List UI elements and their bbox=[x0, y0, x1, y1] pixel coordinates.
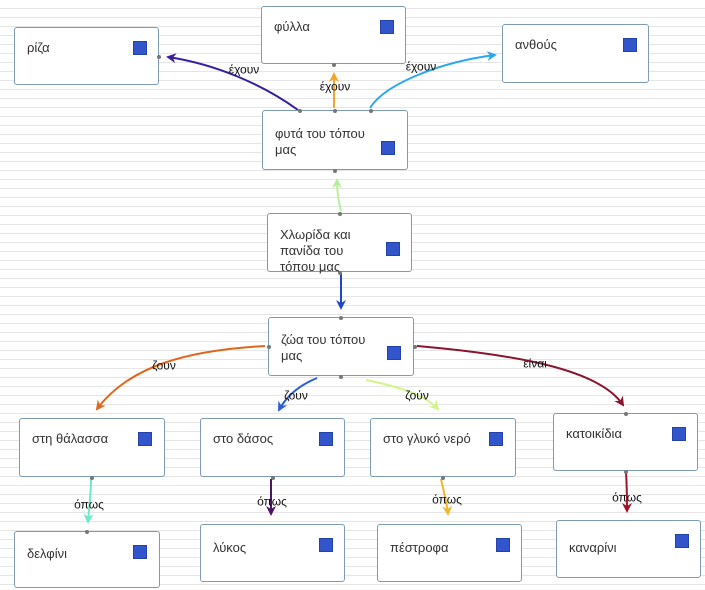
arrow-animals-pets[interactable] bbox=[416, 345, 625, 407]
node-sea-label: στη θάλασσα bbox=[32, 431, 109, 446]
arrow-center-plants[interactable] bbox=[332, 178, 343, 212]
node-sea-icon[interactable] bbox=[138, 432, 152, 446]
connection-point bbox=[338, 271, 342, 275]
connection-point bbox=[339, 375, 343, 379]
connection-point bbox=[624, 470, 628, 474]
arrow-freshwater-trout[interactable] bbox=[440, 478, 453, 516]
node-plants[interactable]: φυτά του τόπου μας bbox=[262, 109, 408, 173]
node-leaves-icon[interactable] bbox=[380, 20, 394, 34]
edge-label-have-flowers: έχουν bbox=[405, 59, 437, 74]
node-root[interactable]: ρίζα bbox=[14, 27, 161, 85]
arrow-pets-canary[interactable] bbox=[621, 471, 632, 513]
node-center-label: Χλωρίδα και πανίδα του τόπου μας bbox=[280, 227, 351, 274]
edge-label-live-forest: ζουν bbox=[284, 388, 308, 403]
edge-label-have-leaves: έχουν bbox=[319, 79, 351, 94]
connection-point bbox=[332, 63, 336, 67]
node-freshwater-label: στο γλυκό νερό bbox=[383, 431, 471, 446]
connection-point bbox=[85, 530, 89, 534]
node-dolphin-label: δελφίνι bbox=[27, 546, 68, 561]
node-leaves[interactable]: φύλλα bbox=[261, 6, 406, 67]
node-plants-icon[interactable] bbox=[381, 141, 395, 155]
node-flowers[interactable]: ανθούς bbox=[502, 24, 649, 83]
connection-point bbox=[339, 316, 343, 320]
node-dolphin-icon[interactable] bbox=[133, 545, 147, 559]
node-root-label: ρίζα bbox=[27, 40, 50, 55]
connection-point bbox=[338, 212, 342, 216]
edge-label-live-freshwater: ζούν bbox=[405, 388, 429, 403]
node-freshwater-icon[interactable] bbox=[489, 432, 503, 446]
edge-label-like-wolf: όπως bbox=[257, 494, 287, 509]
node-wolf-label: λύκος bbox=[213, 540, 247, 555]
node-trout[interactable]: πέστροφα bbox=[377, 524, 522, 582]
connection-point bbox=[333, 169, 337, 173]
node-animals-icon[interactable] bbox=[387, 346, 401, 360]
node-sea[interactable]: στη θάλασσα bbox=[19, 418, 165, 480]
node-root-icon[interactable] bbox=[133, 41, 147, 55]
edge-label-like-dolphin: όπως bbox=[74, 497, 104, 512]
node-flowers-label: ανθούς bbox=[515, 37, 557, 52]
node-trout-label: πέστροφα bbox=[390, 540, 449, 555]
node-wolf[interactable]: λύκος bbox=[200, 524, 345, 582]
node-canary-label: καναρίνι bbox=[569, 540, 617, 555]
node-leaves-label: φύλλα bbox=[274, 19, 310, 34]
node-center[interactable]: Χλωρίδα και πανίδα του τόπου μας bbox=[267, 212, 412, 275]
node-forest[interactable]: στο δάσος bbox=[200, 418, 345, 480]
connection-point bbox=[333, 109, 337, 113]
arrow-sea-dolphin[interactable] bbox=[83, 477, 94, 524]
node-trout-icon[interactable] bbox=[496, 538, 510, 552]
edge-label-live-sea: ζουν bbox=[152, 358, 176, 373]
edge-label-like-trout: όπως bbox=[432, 492, 462, 507]
connection-point bbox=[413, 345, 417, 349]
node-wolf-icon[interactable] bbox=[319, 538, 333, 552]
connection-point bbox=[90, 476, 94, 480]
connection-point bbox=[369, 109, 373, 113]
connection-point bbox=[157, 55, 161, 59]
arrow-animals-sea[interactable] bbox=[95, 345, 266, 411]
arrow-plants-root[interactable] bbox=[166, 53, 299, 111]
connection-point bbox=[298, 109, 302, 113]
arrow-animals-freshwater[interactable] bbox=[365, 379, 440, 411]
node-pets[interactable]: κατοικίδια bbox=[553, 412, 698, 474]
node-animals[interactable]: ζώα του τόπου μας bbox=[267, 316, 417, 379]
node-freshwater[interactable]: στο γλυκό νερό bbox=[370, 418, 516, 480]
connection-point bbox=[441, 476, 445, 480]
node-plants-label: φυτά του τόπου μας bbox=[275, 126, 365, 157]
connection-point bbox=[271, 476, 275, 480]
node-pets-icon[interactable] bbox=[672, 427, 686, 441]
arrow-animals-forest[interactable] bbox=[278, 377, 318, 412]
edge-label-are-pets: είναι bbox=[523, 356, 547, 371]
node-forest-icon[interactable] bbox=[319, 432, 333, 446]
node-canary[interactable]: καναρίνι bbox=[556, 520, 701, 578]
connection-point bbox=[267, 345, 271, 349]
edge-label-have-root: έχουν bbox=[228, 62, 260, 77]
node-flowers-icon[interactable] bbox=[623, 38, 637, 52]
node-animals-label: ζώα του τόπου μας bbox=[281, 332, 366, 363]
node-canary-icon[interactable] bbox=[675, 534, 689, 548]
node-pets-label: κατοικίδια bbox=[566, 426, 622, 441]
connection-point bbox=[624, 412, 628, 416]
arrow-plants-flowers[interactable] bbox=[369, 51, 497, 109]
node-dolphin[interactable]: δελφίνι bbox=[14, 530, 160, 588]
edge-label-like-canary: όπως bbox=[612, 490, 642, 505]
node-forest-label: στο δάσος bbox=[213, 431, 274, 446]
node-center-icon[interactable] bbox=[386, 242, 400, 256]
